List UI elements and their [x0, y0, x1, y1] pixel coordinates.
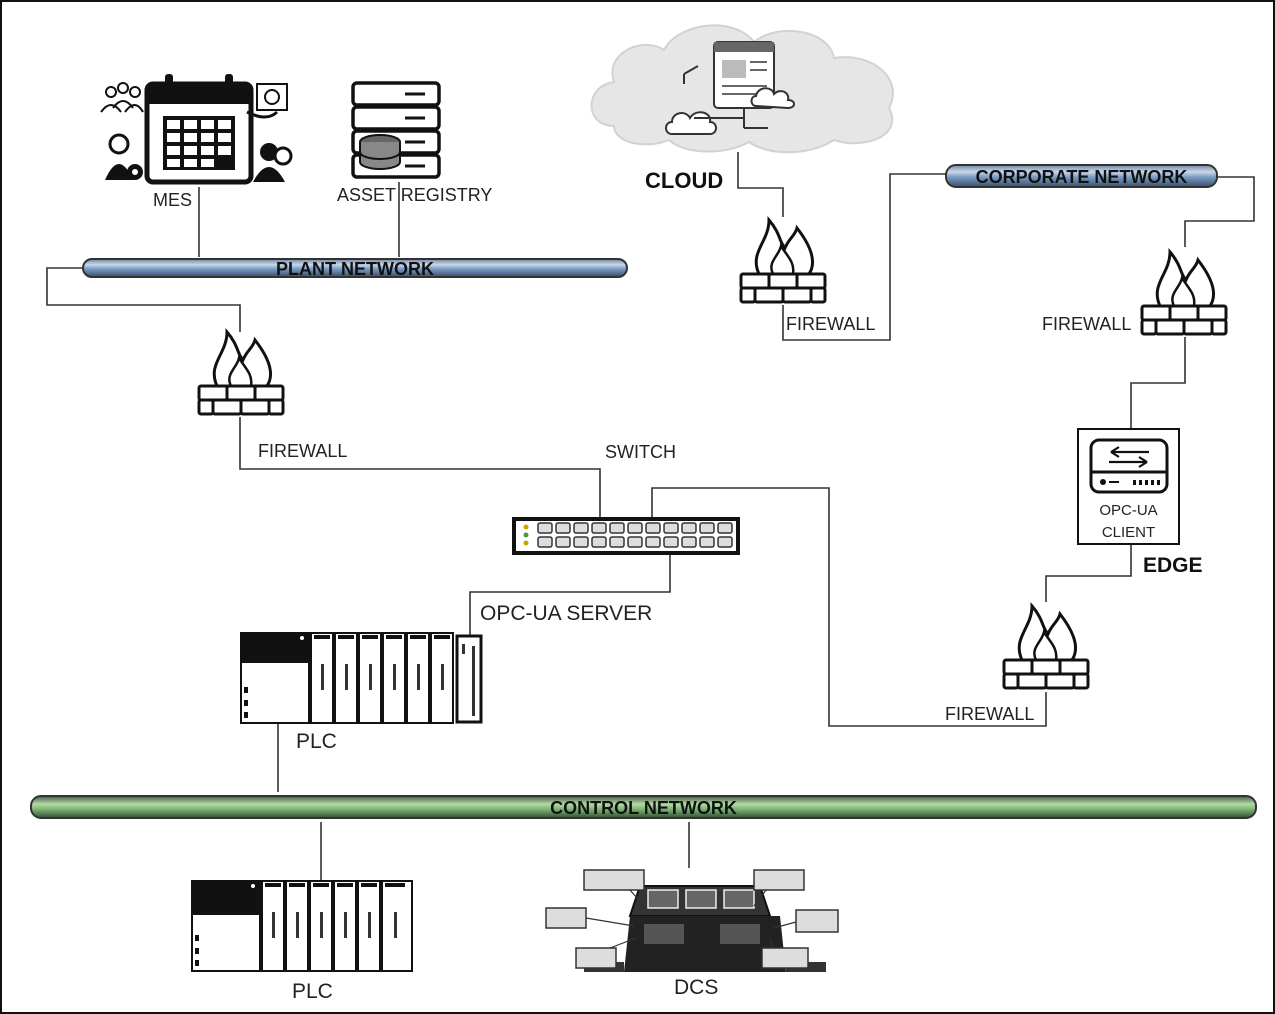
plc-top-label: PLC — [296, 730, 337, 753]
plc-icon — [191, 880, 413, 972]
firewall-icon — [739, 215, 827, 304]
wire-firewall-corporate — [782, 173, 946, 341]
edge-device: OPC-UA CLIENT — [1077, 428, 1180, 545]
firewall-icon — [1140, 247, 1228, 336]
plc-icon — [240, 632, 483, 724]
firewall-corporate-label: FIREWALL — [1042, 314, 1132, 334]
mes-label: MES — [153, 190, 193, 210]
edge-label: EDGE — [1143, 554, 1203, 577]
switch-label: SWITCH — [605, 442, 676, 462]
firewall-icon — [197, 327, 285, 416]
corporate-network-label: CORPORATE NETWORK — [975, 166, 1188, 187]
firewall-plant-label: FIREWALL — [258, 441, 348, 461]
control-network-label: CONTROL NETWORK — [550, 797, 737, 818]
wire-switch-edgefirewall — [651, 487, 1047, 727]
corporate-network-pipe: CORPORATE NETWORK — [945, 164, 1218, 188]
firewall-edge-label: FIREWALL — [945, 704, 1035, 724]
edge-device-label-2: CLIENT — [1101, 524, 1156, 541]
cloud-icon — [590, 24, 894, 154]
dcs-label: DCS — [674, 976, 719, 999]
dcs-console-icon — [545, 869, 839, 972]
asset-registry-label: ASSET REGISTRY — [337, 185, 493, 205]
asset-registry-server-icon — [351, 81, 441, 179]
switch-icon — [512, 517, 740, 555]
wire-switch-opcua — [469, 552, 671, 642]
wire-plant-firewall — [46, 267, 241, 332]
edge-device-label-1: OPC-UA — [1099, 502, 1158, 519]
opcua-server-label: OPC-UA SERVER — [480, 602, 653, 625]
wire-cloud-firewall — [737, 152, 784, 217]
plant-network-label: PLANT NETWORK — [276, 258, 434, 279]
wire-edge-firewall — [1045, 544, 1132, 602]
cloud-label: CLOUD — [645, 168, 724, 193]
mes-calendar-icon — [100, 74, 293, 185]
firewall-icon — [1002, 601, 1090, 690]
plc-bottom-label: PLC — [292, 980, 333, 1003]
edge-device-icon — [1089, 438, 1169, 494]
wire-firewall-edge — [1130, 337, 1186, 430]
wire-corporate-firewall — [1184, 176, 1255, 247]
control-network-pipe: CONTROL NETWORK — [30, 795, 1257, 819]
firewall-cloud-label: FIREWALL — [786, 314, 876, 334]
wire-firewall-switch — [239, 417, 601, 518]
plant-network-pipe: PLANT NETWORK — [82, 258, 628, 279]
